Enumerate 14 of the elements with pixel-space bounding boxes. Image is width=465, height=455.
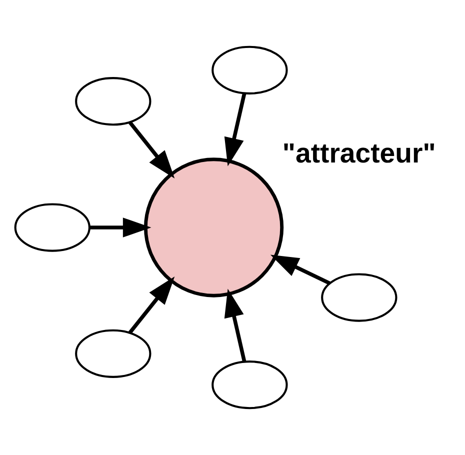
node-circle (144, 158, 284, 298)
node-ellipse (75, 329, 152, 378)
arrow (90, 218, 152, 238)
node-ellipse (75, 77, 152, 126)
arrow (224, 288, 246, 362)
node-ellipse (212, 360, 288, 410)
arrow (224, 92, 246, 166)
node-ellipse (212, 46, 288, 94)
node-ellipse (14, 203, 90, 252)
node-ellipse (321, 273, 398, 322)
node-label: "attracteur" (282, 137, 436, 168)
arrow (270, 254, 331, 286)
arrow (128, 276, 175, 334)
arrow (128, 120, 175, 178)
